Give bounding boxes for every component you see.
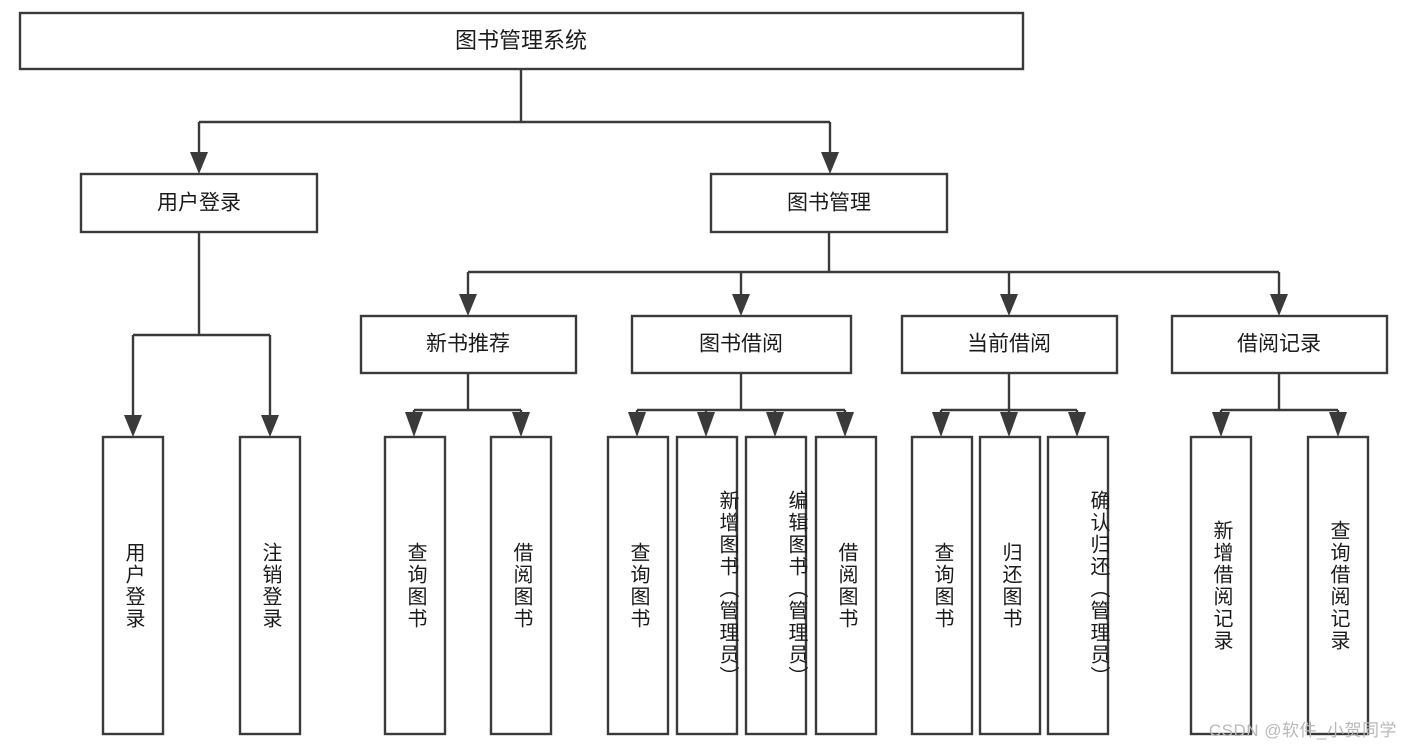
node-book-manage[interactable]: 图书管理 [709, 172, 949, 234]
node-root-label: 图书管理系统 [455, 28, 587, 53]
connector-user-login-to-leaves [124, 232, 279, 437]
connector-new-book-to-leaves [405, 373, 530, 437]
leaf-box-bb-query-book[interactable] [606, 435, 670, 736]
node-borrow-record-box[interactable] [1170, 314, 1389, 375]
arrow-head-to-leaf-logout [261, 415, 279, 437]
leaf-box-bb-add-book[interactable] [675, 435, 739, 736]
leaf-box-user-login[interactable] [101, 435, 165, 736]
leaf-box-cb-return-book[interactable] [978, 435, 1042, 736]
node-user-login[interactable]: 用户登录 [79, 172, 319, 234]
node-new-book-recommend[interactable]: 新书推荐 [359, 314, 578, 375]
arrow-head-to-book-manage [821, 152, 839, 174]
connector-borrow-record-to-leaves [1212, 373, 1347, 437]
node-root[interactable]: 图书管理系统 [18, 11, 1025, 71]
node-current-borrow-label: 当前借阅 [967, 333, 1051, 356]
node-current-borrow-box[interactable] [900, 314, 1119, 375]
arrow-head-cb-leaf-2 [1000, 412, 1018, 437]
leaf-box-nb-borrow-book[interactable] [489, 435, 553, 736]
arrow-head-to-borrow-record [1270, 294, 1288, 316]
node-book-manage-label: 图书管理 [787, 192, 871, 215]
leaf-box-logout[interactable] [238, 435, 302, 736]
node-current-borrow[interactable]: 当前借阅 [900, 314, 1119, 375]
arrow-head-br-leaf-1 [1212, 412, 1230, 437]
arrow-head-to-current-borrow [1000, 294, 1018, 316]
arrow-head-bb-leaf-3 [766, 412, 784, 437]
node-book-borrow-label: 图书借阅 [699, 333, 783, 356]
arrow-head-cb-leaf-1 [932, 412, 950, 437]
arrow-head-bb-leaf-1 [628, 412, 646, 437]
csdn-watermark: CSDN @软件_小贺同学 [1208, 721, 1397, 740]
leaf-box-br-add-record[interactable] [1189, 435, 1253, 736]
arrow-head-bb-leaf-2 [697, 412, 715, 437]
node-book-borrow-box[interactable] [630, 314, 853, 375]
arrow-head-bb-leaf-4 [836, 412, 854, 437]
connector-book-manage-to-level2 [459, 232, 1288, 316]
node-borrow-record-label: 借阅记录 [1237, 333, 1321, 356]
node-new-book-recommend-box[interactable] [359, 314, 578, 375]
node-root-box[interactable] [18, 11, 1025, 71]
leaf-box-cb-query-book[interactable] [910, 435, 974, 736]
node-user-login-label: 用户登录 [157, 192, 241, 215]
connector-book-borrow-to-leaves [628, 373, 854, 437]
leaf-box-nb-query-book[interactable] [383, 435, 447, 736]
arrow-head-cb-leaf-3 [1068, 412, 1086, 437]
arrow-head-br-leaf-2 [1329, 412, 1347, 437]
arrow-head-to-new-book [459, 294, 477, 316]
arrow-head-to-book-borrow [732, 294, 750, 316]
leaf-box-cb-confirm-return[interactable] [1046, 435, 1110, 736]
node-new-book-recommend-label: 新书推荐 [426, 333, 510, 356]
arrow-head-nb-leaf-1 [405, 412, 423, 437]
arrow-head-to-user-login [190, 152, 208, 174]
leaf-box-br-query-record[interactable] [1306, 435, 1370, 736]
connector-current-borrow-to-leaves [932, 373, 1086, 437]
leaf-box-bb-borrow-book[interactable] [814, 435, 878, 736]
leaf-box-bb-edit-book[interactable] [744, 435, 808, 736]
node-book-manage-box[interactable] [709, 172, 949, 234]
arrow-head-to-leaf-user-login [124, 415, 142, 437]
node-book-borrow[interactable]: 图书借阅 [630, 314, 853, 375]
connector-root-to-level1 [190, 69, 839, 174]
arrow-head-nb-leaf-2 [512, 412, 530, 437]
node-borrow-record[interactable]: 借阅记录 [1170, 314, 1389, 375]
